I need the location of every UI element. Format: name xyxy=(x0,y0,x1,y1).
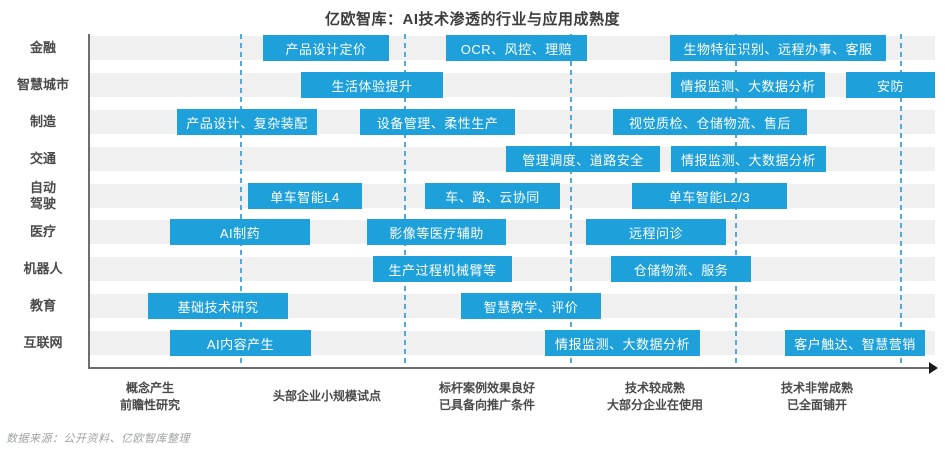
maturity-stage-label: 技术较成熟大部分企业在使用 xyxy=(606,380,703,412)
application-box: 车、路、云协同 xyxy=(425,183,560,209)
application-box: 单车智能L4 xyxy=(248,183,362,209)
application-box: AI内容产生 xyxy=(170,330,311,356)
application-box: 生物特征识别、远程办事、客服 xyxy=(670,35,886,61)
application-box: 情报监测、大数据分析 xyxy=(671,146,826,172)
maturity-stage-label: 头部企业小规模试点 xyxy=(272,389,381,404)
industry-row-label: 机器人 xyxy=(23,260,63,276)
data-source-note: 数据来源：公开资料、亿欧智库整理 xyxy=(6,433,190,445)
application-box: 管理调度、道路安全 xyxy=(506,146,660,172)
application-box: 基础技术研究 xyxy=(148,293,288,319)
application-box: 设备管理、柔性生产 xyxy=(360,109,515,135)
application-box: 产品设计定价 xyxy=(263,35,389,61)
x-axis-arrow-icon xyxy=(929,362,938,374)
industry-row-label: 制造 xyxy=(29,113,56,129)
application-box: 远程问诊 xyxy=(586,219,726,245)
application-box: 安防 xyxy=(846,72,935,98)
maturity-stage-label: 概念产生前瞻性研究 xyxy=(119,380,180,412)
industry-row-label: 自动 驾驶 xyxy=(29,179,56,211)
industry-row-label: 交通 xyxy=(29,150,56,166)
industry-row-label: 教育 xyxy=(29,297,56,313)
stage-divider-line xyxy=(900,34,902,368)
stage-divider-line xyxy=(404,34,406,368)
industry-row-label: 医疗 xyxy=(29,223,56,239)
application-box: 生产过程机械臂等 xyxy=(373,256,512,282)
application-box: 智慧教学、评价 xyxy=(461,293,601,319)
application-box: AI制药 xyxy=(170,219,310,245)
application-box: 影像等医疗辅助 xyxy=(367,219,506,245)
x-axis-line xyxy=(88,367,933,369)
stage-divider-line xyxy=(570,34,572,368)
stage-divider-line xyxy=(240,34,242,368)
application-box: 单车智能L2/3 xyxy=(632,183,787,209)
industry-row-band xyxy=(90,257,935,281)
application-box: 仓储物流、服务 xyxy=(611,256,751,282)
industry-row-label: 互联网 xyxy=(23,334,63,350)
application-box: OCR、风控、理赔 xyxy=(446,35,587,61)
application-box: 产品设计、复杂装配 xyxy=(177,109,317,135)
maturity-stage-label: 标杆案例效果良好已具备向推广条件 xyxy=(438,380,535,412)
application-box: 情报监测、大数据分析 xyxy=(671,72,825,98)
application-box: 客户触达、智慧营销 xyxy=(785,330,925,356)
chart-title: 亿欧智库：AI技术渗透的行业与应用成熟度 xyxy=(324,11,620,28)
application-box: 情报监测、大数据分析 xyxy=(545,330,700,356)
application-box: 生活体验提升 xyxy=(301,72,443,98)
industry-row-label: 金融 xyxy=(29,39,56,55)
application-box: 视觉质检、仓储物流、售后 xyxy=(613,109,807,135)
industry-row-label: 智慧城市 xyxy=(16,76,69,92)
maturity-stage-label: 技术非常成熟已全面铺开 xyxy=(780,380,853,412)
y-axis-line xyxy=(88,34,90,368)
